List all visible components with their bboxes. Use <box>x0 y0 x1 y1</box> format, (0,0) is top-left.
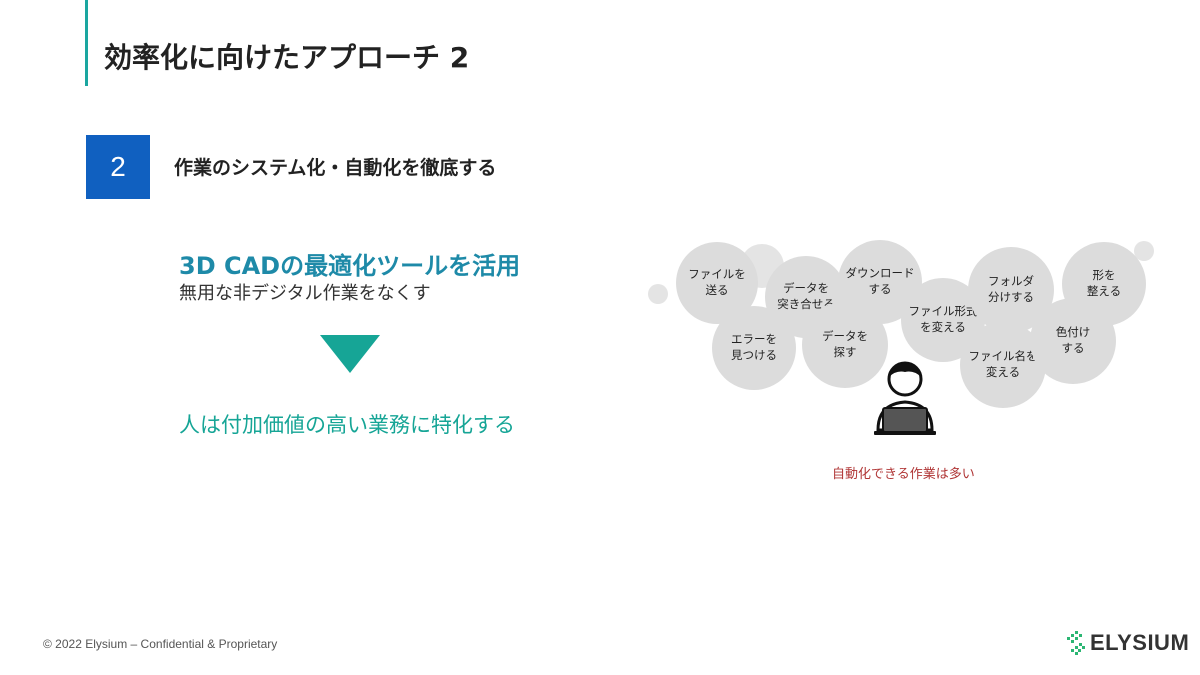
task-bubble-label: 色付け する <box>1055 325 1091 355</box>
task-bubble: データを 探す <box>802 302 888 388</box>
section-number-badge: 2 <box>86 135 150 199</box>
footer-copyright: © 2022 Elysium – Confidential & Propriet… <box>43 637 278 651</box>
task-bubble-label: ファイルを 送る <box>688 267 746 297</box>
result-text: 人は付加価値の高い業務に特化する <box>179 413 515 437</box>
down-arrow-icon <box>320 335 380 373</box>
task-bubble: エラーを 見つける <box>712 306 796 390</box>
task-bubble-label: データを 突き合せる <box>777 281 835 311</box>
elysium-logo: ELYSIUM <box>1066 628 1189 658</box>
title-accent-bar <box>85 0 88 86</box>
decor-bubble <box>648 284 668 304</box>
task-bubble-label: ファイル名を 変える <box>968 349 1038 379</box>
task-bubble-label: データを 探す <box>822 329 868 359</box>
task-bubble-cloud: ファイルを 送る データを 突き合せる ダウンロード する ファイル形式 を変え… <box>640 230 1180 420</box>
elysium-arrows-icon <box>1067 631 1085 655</box>
illustration-caption: 自動化できる作業は多い <box>832 467 975 482</box>
task-bubble-label: ファイル形式 を変える <box>908 304 978 334</box>
page-title: 効率化に向けたアプローチ 2 <box>104 41 470 74</box>
logo-text: ELYSIUM <box>1090 630 1190 655</box>
task-bubble-label: ダウンロード する <box>845 266 915 296</box>
section-heading: 作業のシステム化・自動化を徹底する <box>174 157 497 179</box>
task-bubble: 色付け する <box>1030 298 1116 384</box>
task-bubble-label: 形を 整える <box>1086 268 1122 298</box>
person-at-laptop-icon <box>874 361 936 435</box>
task-bubble-label: エラーを 見つける <box>731 332 777 362</box>
tool-title: 3D CADの最適化ツールを活用 <box>179 252 521 280</box>
task-bubble-label: フォルダ 分けする <box>988 274 1034 304</box>
tool-subtitle: 無用な非デジタル作業をなくす <box>179 283 431 304</box>
decor-bubble <box>1134 241 1154 261</box>
